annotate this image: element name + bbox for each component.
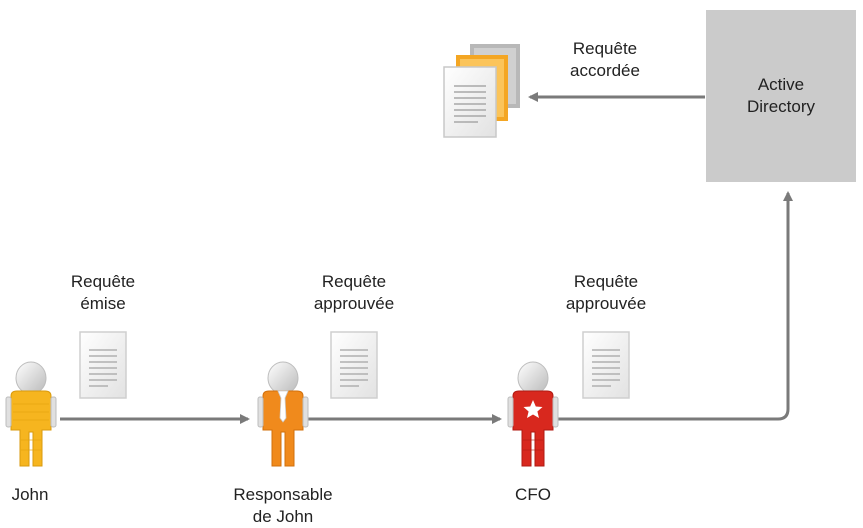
active-directory-line1: Active [757,75,805,94]
flow-arrows [60,92,793,424]
document-icon [582,331,630,399]
john-person-icon [5,361,57,467]
step-label-line1: Requête [321,272,387,291]
person-label-manager: Responsable de John [213,484,353,528]
person-label-cfo: CFO [493,484,573,506]
granted-documents-icon [443,44,520,138]
person-label-line2: de John [252,507,314,526]
step-label-line2: émise [80,294,126,313]
granted-label: Requête accordée [540,38,670,82]
step-label-line1: Requête [70,272,136,291]
step-label-cfo-approved: Requête approuvée [541,271,671,315]
active-directory-line2: Directory [746,97,815,116]
step-label-line1: Requête [573,272,639,291]
step-label-issued: Requête émise [38,271,168,315]
step-label-line2: approuvée [565,294,647,313]
step-label-line2: approuvée [313,294,395,313]
manager-person-icon [257,361,309,467]
person-label-john: John [0,484,70,506]
granted-label-line1: Requête [572,39,638,58]
person-label-line1: CFO [515,485,551,504]
step-label-manager-approved: Requête approuvée [289,271,419,315]
document-icon [79,331,127,399]
granted-label-line2: accordée [570,61,640,80]
arrow-cfo-to-directory [558,191,793,421]
document-icon [330,331,378,399]
cfo-person-icon [507,361,559,467]
person-label-line1: John [11,485,49,504]
person-label-line1: Responsable [233,485,333,504]
active-directory-box: Active Directory [706,10,856,182]
